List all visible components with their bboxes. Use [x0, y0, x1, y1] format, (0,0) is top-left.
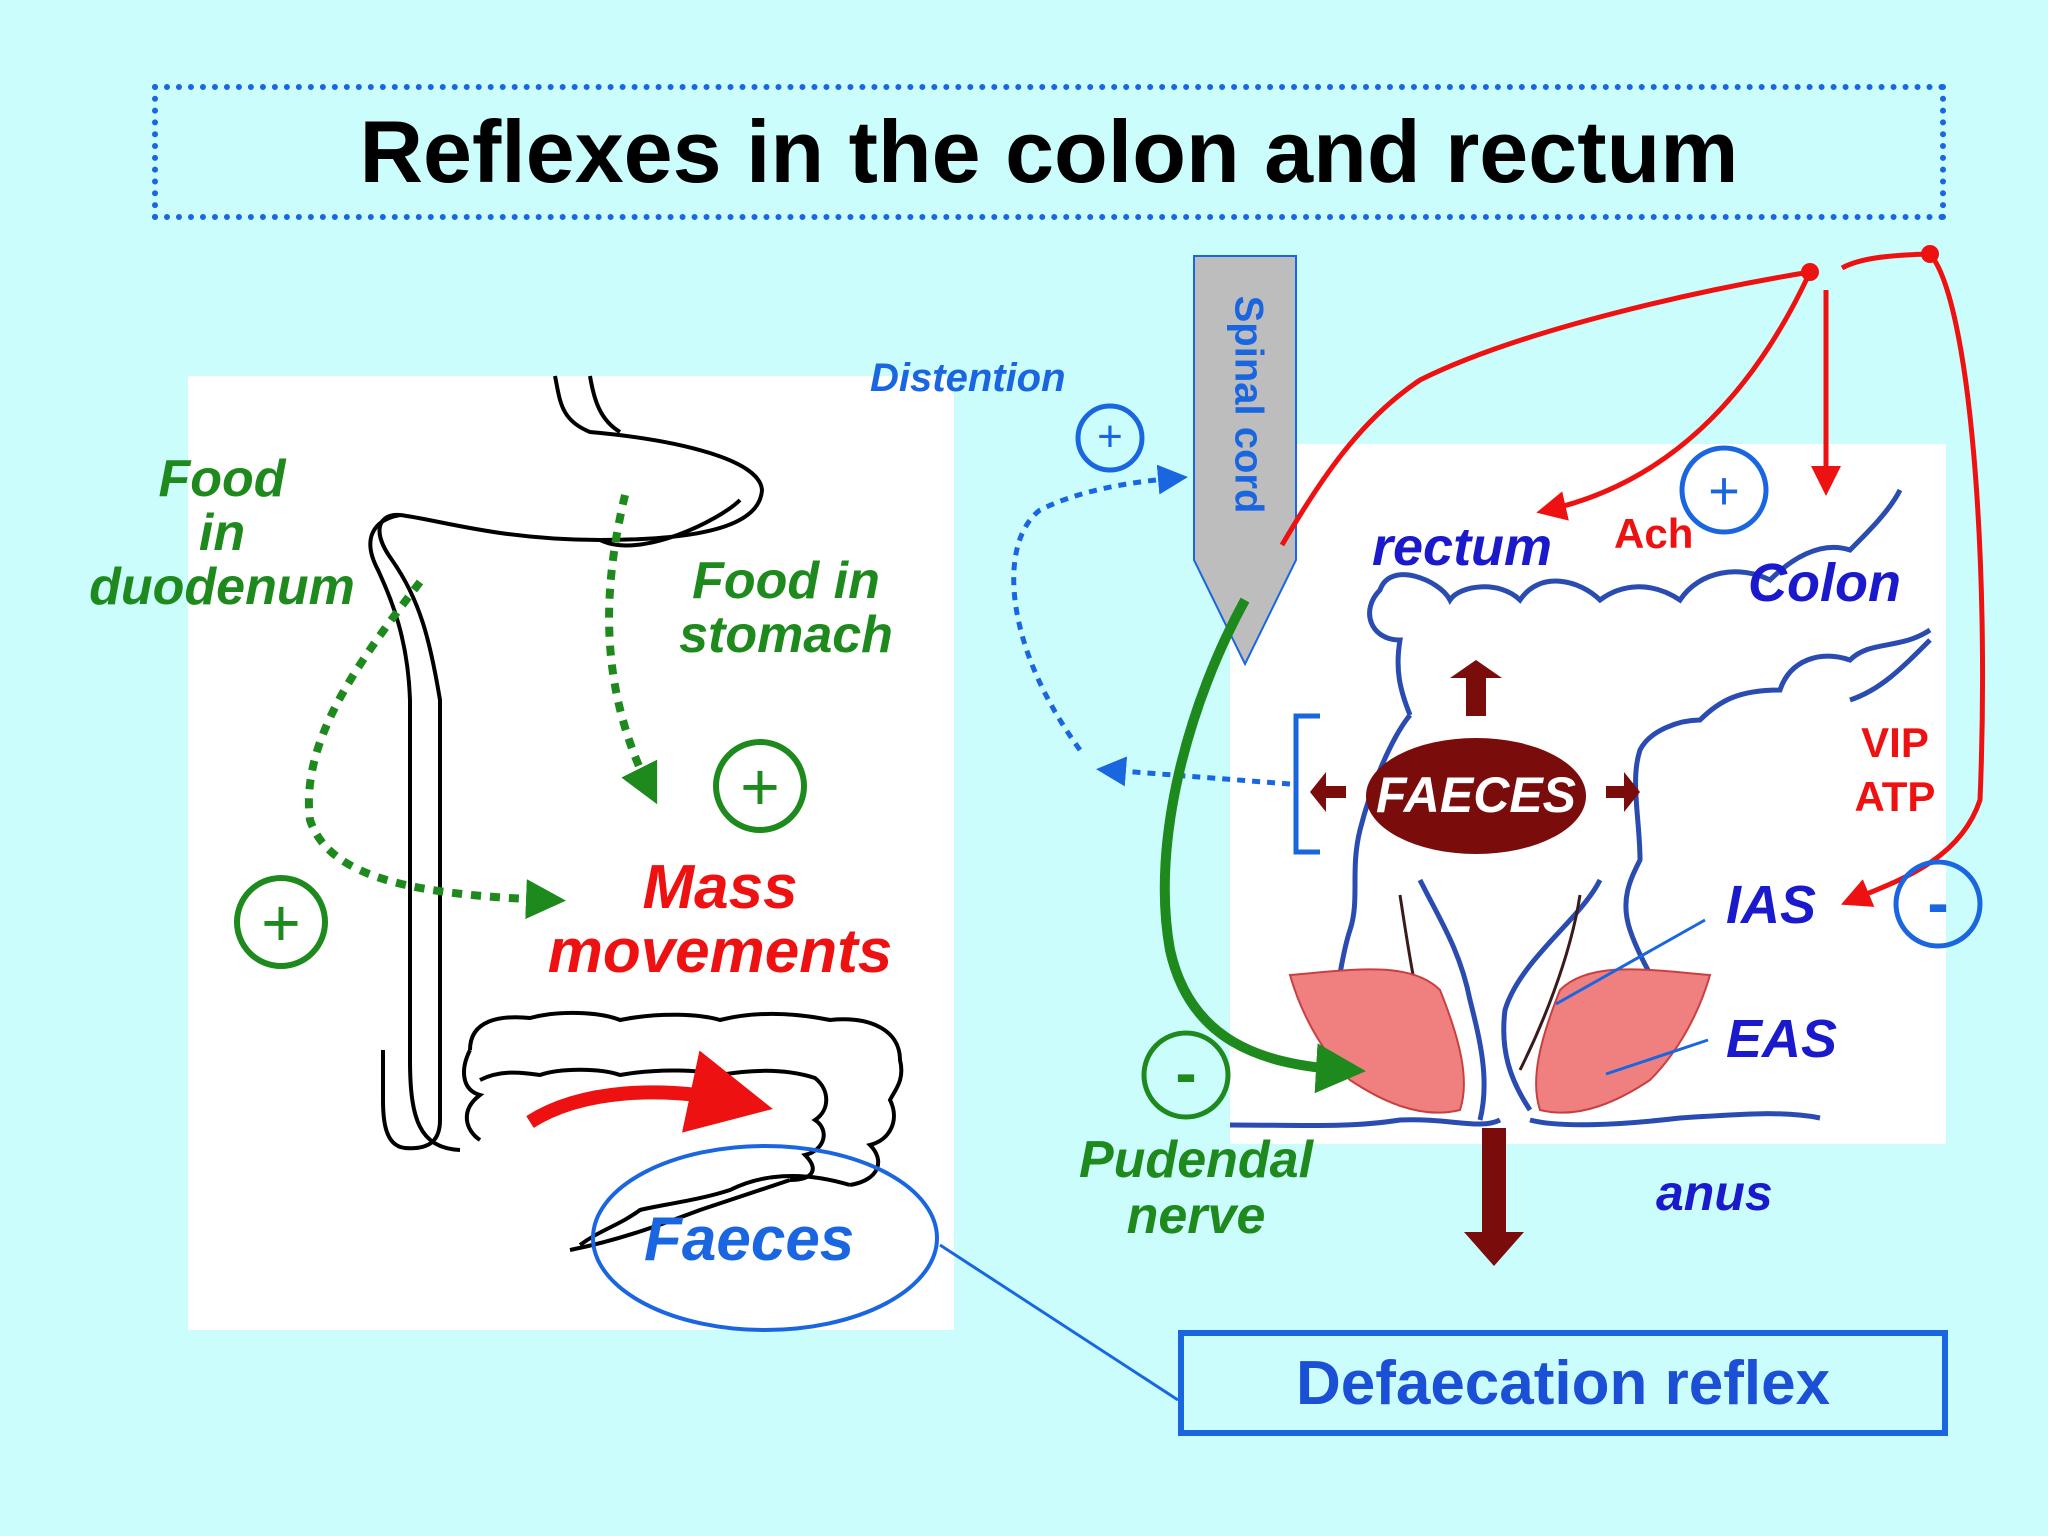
plus-circle-duodenum	[234, 875, 328, 969]
ach-label: Ach	[1614, 510, 1694, 557]
food-in-duodenum-line2: in	[198, 504, 246, 562]
vip-atp-label: VIP ATP	[1840, 716, 1950, 824]
ias-pointer-line	[1555, 918, 1706, 1006]
faeces-label: Faeces	[644, 1205, 855, 1274]
faeces-pointer-line	[939, 1243, 1179, 1402]
nerve-junction-2	[1921, 245, 1939, 263]
vip-label: VIP	[1861, 719, 1929, 766]
rectal-wall-bracket	[1293, 713, 1320, 855]
rectum-label: rectum	[1372, 517, 1553, 577]
pudendal-line1: Pudendal	[1078, 1131, 1314, 1189]
plus-sign-stomach: +	[740, 749, 780, 825]
defaecation-reflex-label: Defaecation reflex	[1295, 1348, 1831, 1418]
minus-circle-pudendal	[1141, 1030, 1231, 1120]
stomach-to-plus-arrow	[605, 494, 658, 805]
minus-sign-pudendal: -	[1175, 1037, 1197, 1109]
faeces-ellipse	[591, 1144, 939, 1332]
food-in-duodenum-line3: duodenum	[89, 558, 355, 616]
plus-circle-distention	[1075, 403, 1145, 473]
plus-circle-stomach	[713, 739, 807, 833]
food-in-stomach-line1: Food in	[692, 552, 880, 610]
mass-movements-label: Mass movements	[520, 856, 920, 984]
left-diagram-panel	[188, 376, 954, 1330]
eas-label: EAS	[1726, 1009, 1838, 1069]
faeces-upper-label: FAECES	[1375, 767, 1577, 823]
mass-movements-line1: Mass	[642, 853, 798, 922]
slide-title: Reflexes in the colon and rectum	[359, 102, 1739, 201]
nerve-junction-1	[1801, 263, 1819, 281]
plus-sign-duodenum: +	[261, 885, 301, 961]
duodenum-to-mass-arrow	[304, 579, 566, 920]
defaecation-reflex-box: Defaecation reflex	[1178, 1330, 1948, 1436]
eas-muscle-left	[1288, 968, 1465, 1114]
food-in-stomach-label: Food in stomach	[646, 554, 926, 662]
distention-arrow-side	[1096, 756, 1291, 787]
plus-sign-distention: +	[1097, 412, 1123, 461]
eas-muscle-right	[1535, 968, 1712, 1114]
pudendal-nerve-arrow	[1159, 597, 1366, 1094]
colon-label: Colon	[1748, 553, 1901, 613]
plus-sign-ach: +	[1708, 461, 1740, 521]
atp-label: ATP	[1854, 773, 1936, 820]
distention-arrow-up	[1011, 464, 1188, 752]
pudendal-nerve-label: Pudendal nerve	[1046, 1132, 1346, 1244]
plus-circle-ach	[1679, 445, 1769, 535]
minus-circle-ias	[1893, 859, 1983, 949]
eas-pointer-line	[1605, 1038, 1709, 1076]
anus-label: anus	[1656, 1165, 1773, 1221]
pudendal-line2: nerve	[1126, 1187, 1266, 1245]
distention-label: Distention	[870, 356, 1066, 400]
minus-sign-ias: -	[1927, 867, 1949, 939]
spinal-cord-shape	[1193, 255, 1297, 667]
food-in-duodenum-label: Food in duodenum	[72, 452, 372, 614]
faeces-mass	[1366, 738, 1586, 854]
faeces-pressure-arrows	[1310, 660, 1640, 1266]
food-in-stomach-line2: stomach	[679, 606, 893, 664]
ias-label: IAS	[1726, 875, 1817, 935]
gi-tract-outline	[368, 375, 904, 1252]
spinal-cord-label: Spinal cord	[1226, 295, 1271, 514]
food-in-duodenum-line1: Food	[158, 450, 286, 508]
title-box: Reflexes in the colon and rectum	[152, 84, 1946, 220]
mass-movements-line2: movements	[547, 917, 893, 986]
mass-movement-arrow	[526, 1050, 773, 1133]
autonomic-nerve-lines	[1279, 251, 1986, 907]
